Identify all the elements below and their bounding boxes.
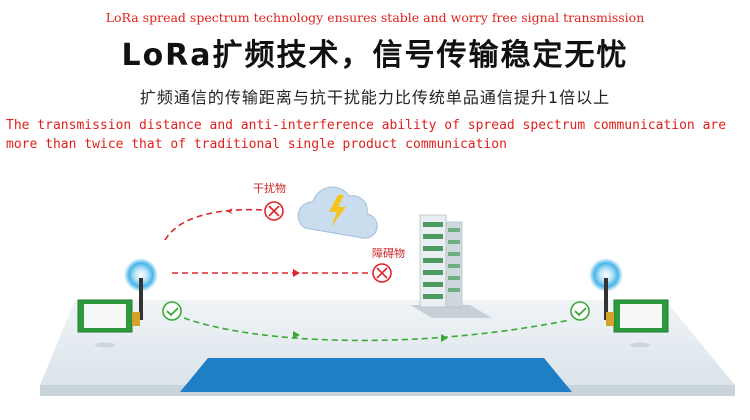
- english-description: The transmission distance and anti-inter…: [6, 118, 727, 152]
- english-tagline: LoRa spread spectrum technology ensures …: [105, 10, 645, 25]
- obstacle-label: 障碍物: [372, 246, 405, 260]
- interference-path: [164, 208, 266, 241]
- chinese-subtitle: 扩频通信的传输距离与抗干扰能力比传统单品通信提升1倍以上: [139, 88, 611, 107]
- interference-label: 干扰物: [253, 181, 286, 195]
- blocked-x-icon: [264, 201, 284, 221]
- left-lora-module: [77, 258, 158, 348]
- page-title: LoRa扩频技术，信号传输稳定无忧: [121, 38, 629, 73]
- lora-transmission-diagram: 干扰物 障碍物: [40, 181, 735, 396]
- building-icon: [410, 214, 492, 318]
- cloud-lightning-icon: [297, 186, 378, 239]
- wifi-signal-icon: [124, 258, 158, 292]
- check-icon: [570, 301, 590, 321]
- blocked-x-icon: [372, 263, 392, 283]
- water-pool: [180, 358, 572, 392]
- check-icon: [162, 301, 182, 321]
- wifi-signal-icon: [589, 258, 623, 292]
- right-lora-module: [589, 258, 669, 348]
